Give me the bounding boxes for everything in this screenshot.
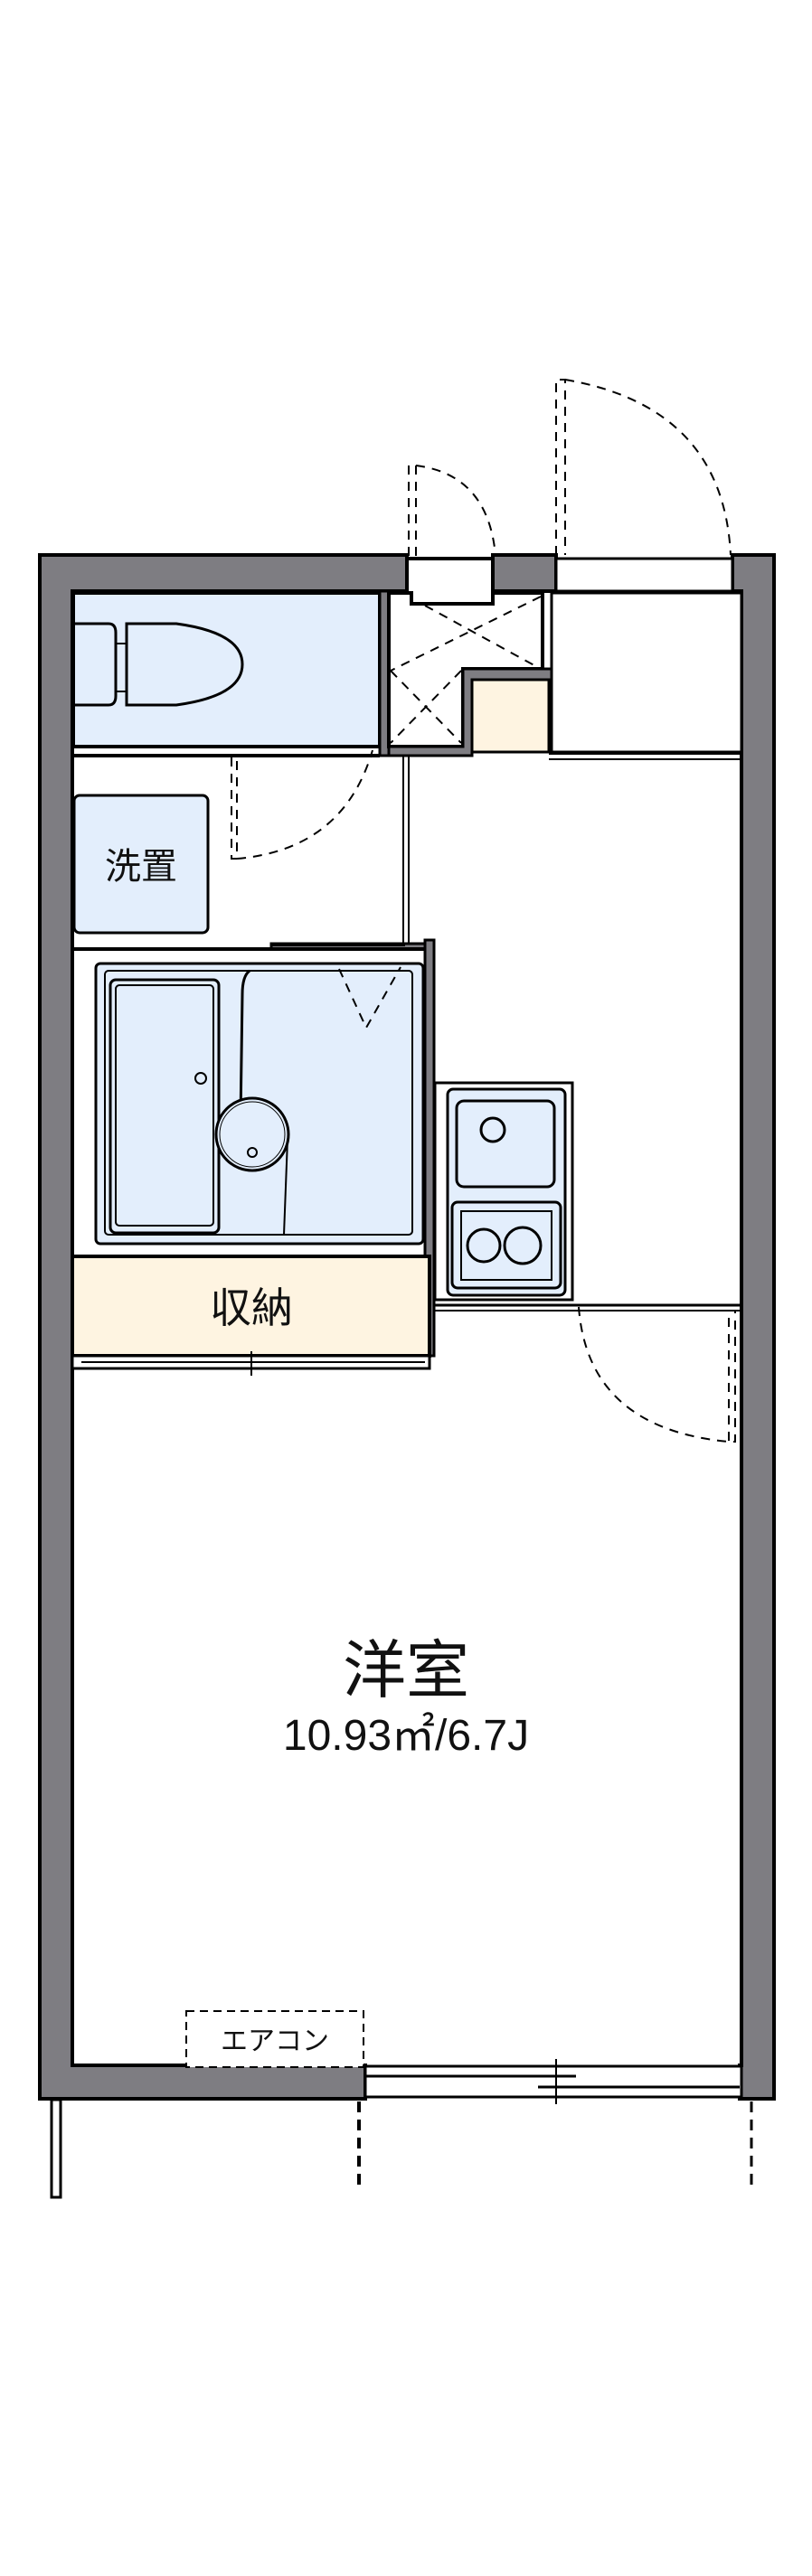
ac-label: エアコン [221,2026,329,2057]
kitchen [433,1081,741,1312]
shoe-area [387,589,562,757]
entrance-floor [550,591,743,754]
washer-label: 洗置 [105,846,177,888]
washer-space: 洗置 [72,794,210,935]
toilet-tank-icon [75,622,118,707]
toilet-bowl-icon [125,622,244,707]
stove-icon [450,1200,562,1290]
door-swing-top [408,379,732,557]
washbasin-icon [214,1096,290,1172]
storage-closet: 収納 [71,1255,431,1376]
entrance-box [405,557,495,606]
shoe-cabinet [470,678,551,754]
toilet-room [71,591,382,748]
bathroom [71,942,436,1258]
room-door-swing[interactable] [578,1306,736,1443]
sink-icon [455,1099,556,1189]
western-room-label: 洋室 [343,1633,469,1707]
balcony-post [50,2098,62,2199]
storage-label: 収納 [210,1283,293,1332]
western-room-area: 10.93㎡/6.7J [283,1712,529,1760]
hallway [72,749,410,958]
bathtub-icon [109,978,221,1235]
balcony-window[interactable] [364,2059,743,2104]
air-conditioner: エアコン [185,2010,364,2068]
front-door-opening[interactable] [554,557,734,593]
